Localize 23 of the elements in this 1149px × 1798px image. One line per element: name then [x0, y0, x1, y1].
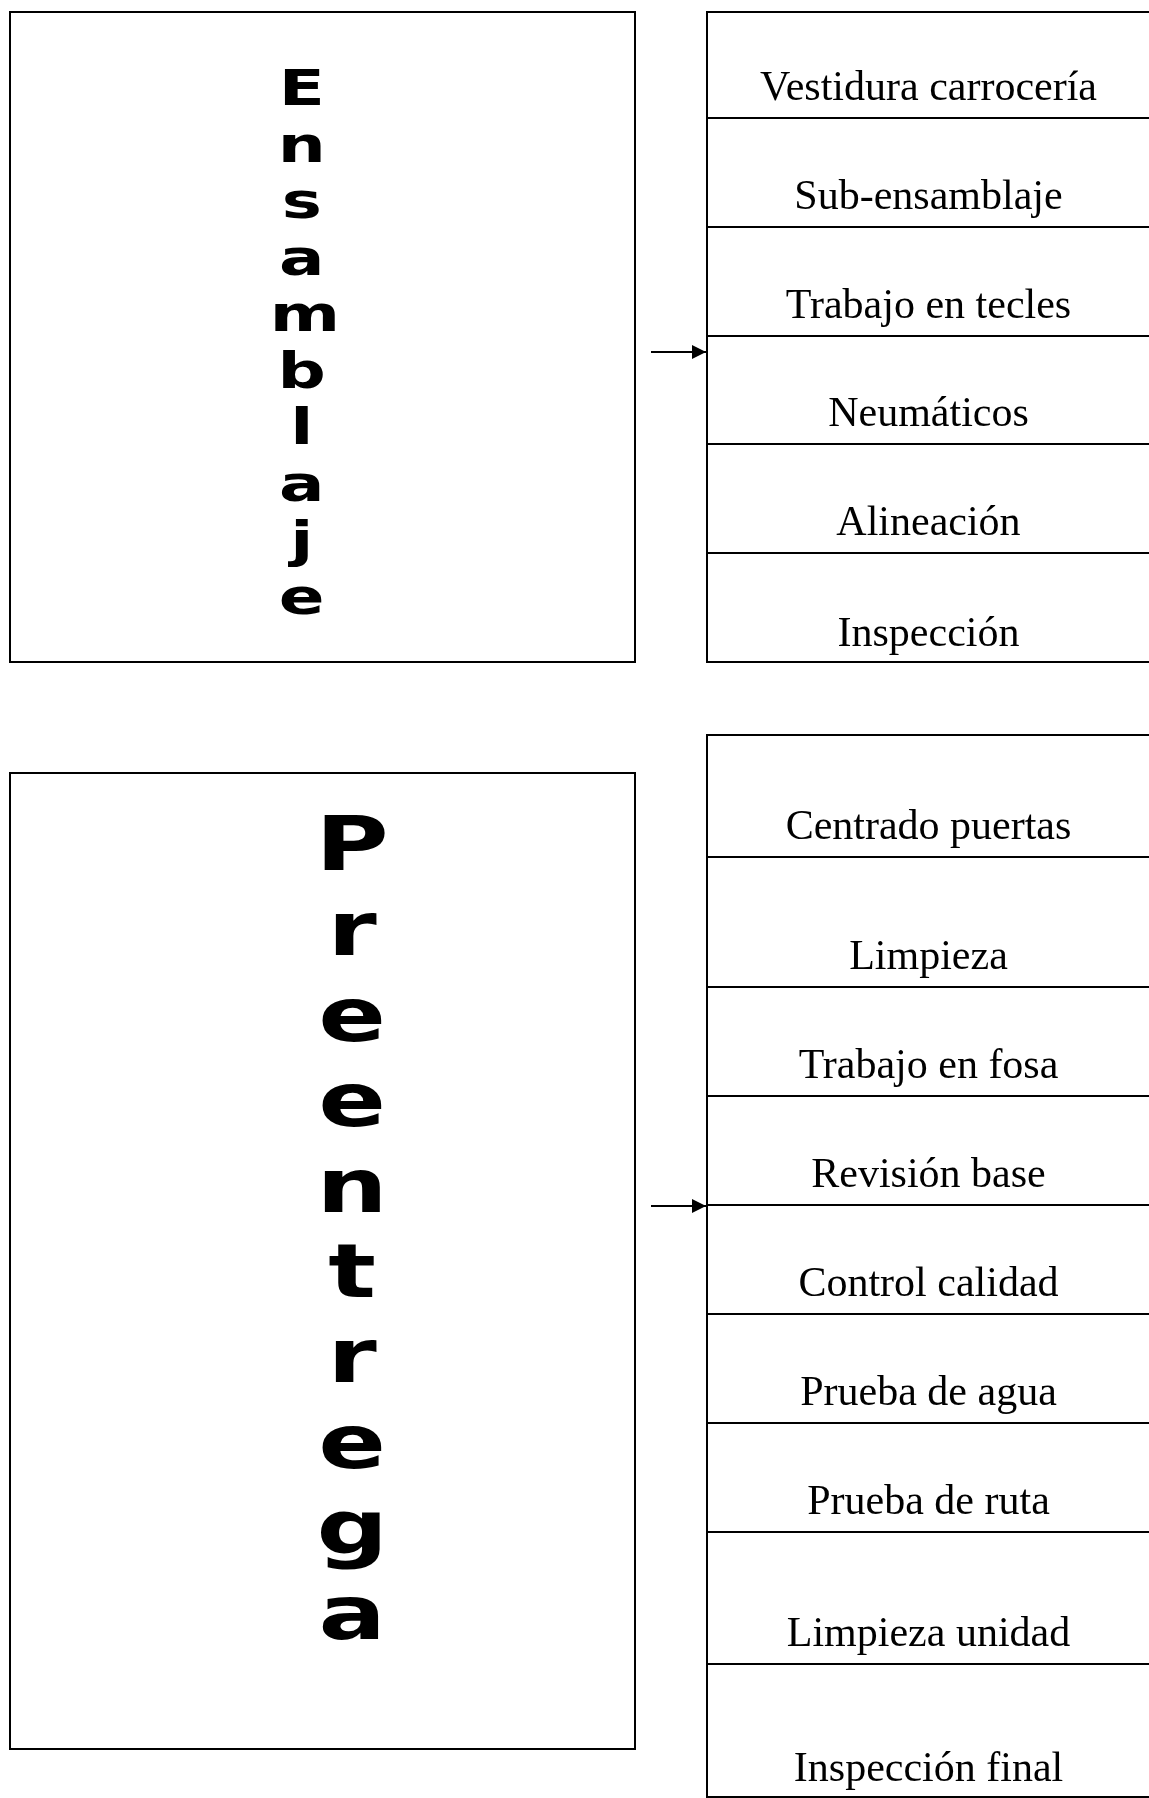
task-label: Inspección [836, 609, 1021, 655]
task-label: Prueba de agua [799, 1368, 1058, 1414]
task-label: Vestidura carrocería [759, 63, 1098, 109]
task-label: Trabajo en fosa [797, 1041, 1060, 1087]
task-label: Prueba de ruta [806, 1477, 1051, 1523]
task-label: Limpieza unidad [785, 1609, 1072, 1655]
task-column [706, 734, 1149, 1798]
vertical-title: Ensamblaje [269, 60, 335, 625]
task-label: Trabajo en tecles [784, 281, 1073, 327]
task-label: Limpieza [848, 932, 1009, 978]
stage-box [9, 772, 636, 1750]
task-column [706, 11, 1149, 663]
arrow [650, 345, 707, 359]
vertical-title: Preentrega [314, 802, 390, 1657]
task-label: Alineación [835, 498, 1022, 544]
task-label: Revisión base [810, 1150, 1047, 1196]
task-label: Control calidad [797, 1259, 1060, 1305]
task-label: Sub-ensamblaje [793, 172, 1064, 218]
stage-box [9, 11, 636, 663]
arrow [650, 1199, 707, 1213]
task-label: Inspección final [792, 1744, 1065, 1790]
task-label: Neumáticos [827, 389, 1030, 435]
task-label: Centrado puertas [784, 802, 1073, 848]
